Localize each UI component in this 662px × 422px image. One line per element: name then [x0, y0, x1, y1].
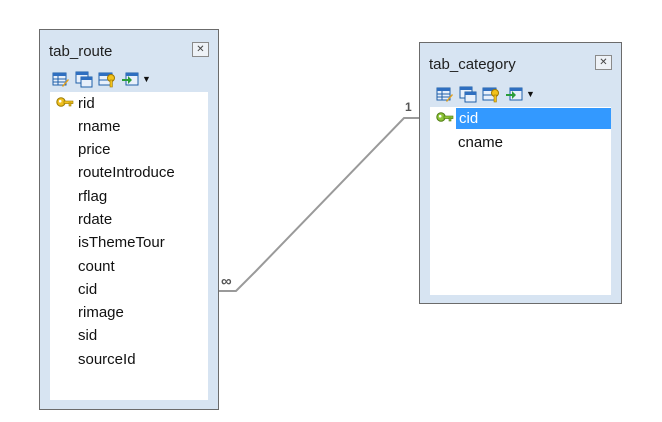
many-cardinality-label: ∞	[221, 273, 232, 290]
table-category-toolbar: ▼	[436, 83, 535, 105]
table-export-icon[interactable]	[121, 70, 139, 88]
table-category[interactable]: tab_category ✕ ▼ cid	[419, 42, 622, 304]
field-item[interactable]: routeIntroduce	[78, 164, 175, 181]
field-item[interactable]: rname	[78, 118, 121, 135]
table-route-fields: rid rname price routeIntroduce rflag rda…	[50, 92, 208, 400]
field-item-selected[interactable]: cid	[456, 108, 611, 129]
table-key-icon[interactable]	[98, 70, 116, 88]
table-route-toolbar: ▼	[52, 68, 151, 90]
field-item[interactable]: rdate	[78, 211, 113, 228]
one-cardinality-label: 1	[405, 100, 412, 114]
close-icon[interactable]: ✕	[192, 42, 209, 57]
field-item[interactable]: sourceId	[78, 351, 136, 368]
table-category-fields: cid cname	[430, 107, 611, 295]
key-icon	[56, 97, 74, 107]
dropdown-arrow-icon[interactable]: ▼	[526, 89, 535, 99]
dropdown-arrow-icon[interactable]: ▼	[142, 74, 151, 84]
table-category-title: tab_category	[429, 56, 516, 73]
table-open-icon[interactable]	[459, 85, 477, 103]
table-design-icon[interactable]	[436, 85, 454, 103]
field-item[interactable]: rimage	[78, 304, 124, 321]
table-open-icon[interactable]	[75, 70, 93, 88]
field-item[interactable]: sid	[78, 327, 98, 344]
field-item[interactable]: rflag	[78, 188, 108, 205]
field-item[interactable]: cname	[458, 134, 504, 151]
table-route-title: tab_route	[49, 43, 113, 60]
table-key-icon[interactable]	[482, 85, 500, 103]
close-icon[interactable]: ✕	[595, 55, 612, 70]
field-item[interactable]: isThemeTour	[78, 234, 165, 251]
key-icon	[436, 112, 454, 122]
table-export-icon[interactable]	[505, 85, 523, 103]
field-item[interactable]: rid	[78, 95, 95, 112]
field-item[interactable]: count	[78, 258, 115, 275]
table-design-icon[interactable]	[52, 70, 70, 88]
table-route[interactable]: tab_route ✕ ▼	[39, 29, 219, 410]
field-item[interactable]: cid	[78, 281, 98, 298]
field-item[interactable]: price	[78, 141, 111, 158]
